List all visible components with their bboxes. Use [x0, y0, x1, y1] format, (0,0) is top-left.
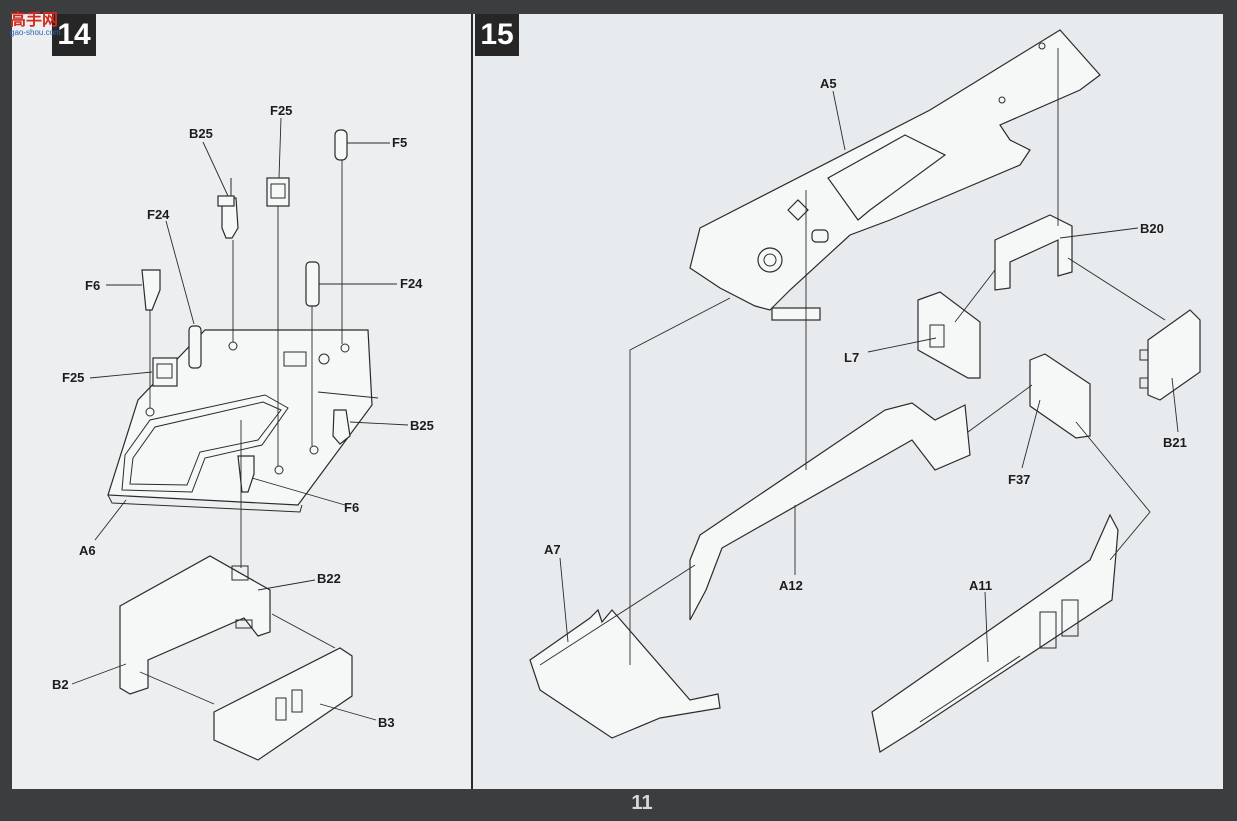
label-f5: F5 [392, 135, 407, 150]
page-spine [471, 14, 473, 789]
watermark-url: gao-shou.com [10, 28, 61, 37]
page-footer-bar [0, 789, 1237, 821]
label-b2: B2 [52, 677, 69, 692]
part-f6-bottom [237, 455, 255, 493]
label-b25-right: B25 [410, 418, 434, 433]
label-b21: B21 [1163, 435, 1187, 450]
label-b3: B3 [378, 715, 395, 730]
label-f6-bottom: F6 [344, 500, 359, 515]
label-b25-top: B25 [189, 126, 213, 141]
watermark-logo: 高手网 [10, 12, 59, 29]
label-a6: A6 [79, 543, 96, 558]
part-a12 [689, 402, 971, 621]
part-b25-top [217, 178, 239, 239]
label-a5: A5 [820, 76, 837, 91]
label-f24-right: F24 [400, 276, 423, 291]
part-a7 [529, 608, 721, 739]
part-b21 [1147, 309, 1201, 401]
part-f24-left [188, 325, 202, 369]
step-15-diagram: A5 B20 L7 B21 F37 A7 A12 A11 [529, 29, 1201, 753]
part-b22-b2-b3-frame [119, 555, 353, 761]
label-l7: L7 [844, 350, 859, 365]
page-number: 11 [631, 792, 653, 814]
part-l7 [917, 291, 981, 379]
step-14-diagram: B25 F25 F5 F24 F6 F24 F25 B25 F6 A6 B22 … [52, 103, 434, 761]
part-f5 [334, 129, 348, 161]
part-a11 [871, 513, 1119, 753]
part-f25-left [152, 357, 178, 387]
label-a11: A11 [969, 578, 992, 593]
step-number-14: 14 [52, 14, 96, 56]
label-f25-left: F25 [62, 370, 84, 385]
label-f37: F37 [1008, 472, 1030, 487]
part-f6-left [141, 269, 161, 311]
label-b22: B22 [317, 571, 341, 586]
step-number-15: 15 [475, 14, 519, 56]
label-f24-left: F24 [147, 207, 170, 222]
label-b20: B20 [1140, 221, 1164, 236]
label-f6-left: F6 [85, 278, 100, 293]
part-f25-top [266, 177, 290, 207]
part-b25-right [317, 391, 379, 445]
label-f25-top: F25 [270, 103, 292, 118]
label-a7: A7 [544, 542, 561, 557]
part-b20 [994, 214, 1073, 291]
part-f24-right [305, 261, 320, 307]
label-a12: A12 [779, 578, 803, 593]
part-f37 [1029, 353, 1091, 439]
